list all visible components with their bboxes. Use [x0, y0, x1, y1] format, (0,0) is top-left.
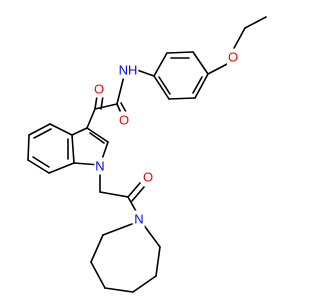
bond-benzo-2: [28, 123, 51, 136]
bond-phenyl-5: [168, 97, 196, 100]
bond-phenyl-4: [153, 75, 170, 100]
bond-azepane-6: [90, 234, 104, 263]
bond-c7a-c3a: [71, 134, 75, 164]
bond-keto-c3: [86, 108, 96, 129]
atom-label-background: [94, 157, 106, 175]
bond-benzo-5: [48, 162, 75, 174]
amide-oxygen-label: O: [119, 113, 129, 128]
bond-azepane-4: [104, 287, 134, 293]
bond-c3-c2-double: [89, 132, 105, 144]
bond-benzo-3: [27, 134, 30, 161]
bond-acyl-o: [127, 182, 141, 198]
bond-phenyl-nh: [136, 69, 155, 77]
bond-acyl-n: [127, 196, 138, 214]
bond-keto-co: [94, 95, 98, 110]
bond-acyl-o-double: [131, 186, 145, 202]
bond-phenyl-1: [192, 51, 209, 75]
bond-amide-keto: [94, 103, 118, 110]
azepane-nitrogen-label: N: [134, 212, 143, 227]
bond-ethyl-ch3-ch2: [244, 16, 267, 29]
bond-o-phenyl: [207, 62, 230, 75]
bond-nh-carbonyl: [116, 75, 125, 105]
bond-benzo-1: [49, 123, 73, 136]
keto-oxygen-label: O: [94, 82, 104, 97]
atom-label-background: [141, 168, 155, 186]
bond-benzo-inner-b: [32, 156, 50, 168]
bond-phenyl-inner-b: [158, 76, 171, 95]
bond-benzo-4: [27, 159, 50, 174]
bond-benzo-inner-a: [33, 128, 52, 139]
bond-phenyl-inner-c: [192, 76, 203, 94]
atom-label-background: [133, 210, 145, 228]
bond-c3a-c3: [71, 127, 88, 136]
bond-azepane-2: [155, 246, 161, 277]
bond-phenyl-3: [153, 52, 168, 77]
bond-azepane-5: [90, 261, 106, 289]
acyl-oxygen-label: O: [143, 170, 153, 185]
bond-ch2-acyl: [99, 191, 129, 198]
bond-amide-co-double: [120, 102, 127, 113]
ether-oxygen-label: O: [228, 50, 238, 65]
amide-nh-label: NH: [119, 63, 138, 78]
bond-ethyl-ch2-o: [232, 27, 246, 51]
bond-phenyl-6: [194, 73, 209, 99]
atom-label-background: [117, 111, 131, 129]
bond-azepane-3: [132, 275, 157, 293]
atom-label-background: [117, 61, 139, 79]
bond-phenyl-2: [166, 51, 194, 54]
bond-azepane-7: [102, 223, 133, 236]
indole-nitrogen-label: N: [95, 159, 104, 174]
bond-keto-co-double: [100, 95, 104, 110]
bond-c3-c2: [86, 127, 109, 143]
bond-azepane-1: [142, 223, 161, 248]
atom-label-background: [92, 80, 106, 98]
chemical-structure-diagram: NH O O O N O N: [27, 16, 267, 293]
atom-label-layer: NH O O O N O N: [92, 48, 240, 228]
atom-label-background: [226, 48, 240, 66]
